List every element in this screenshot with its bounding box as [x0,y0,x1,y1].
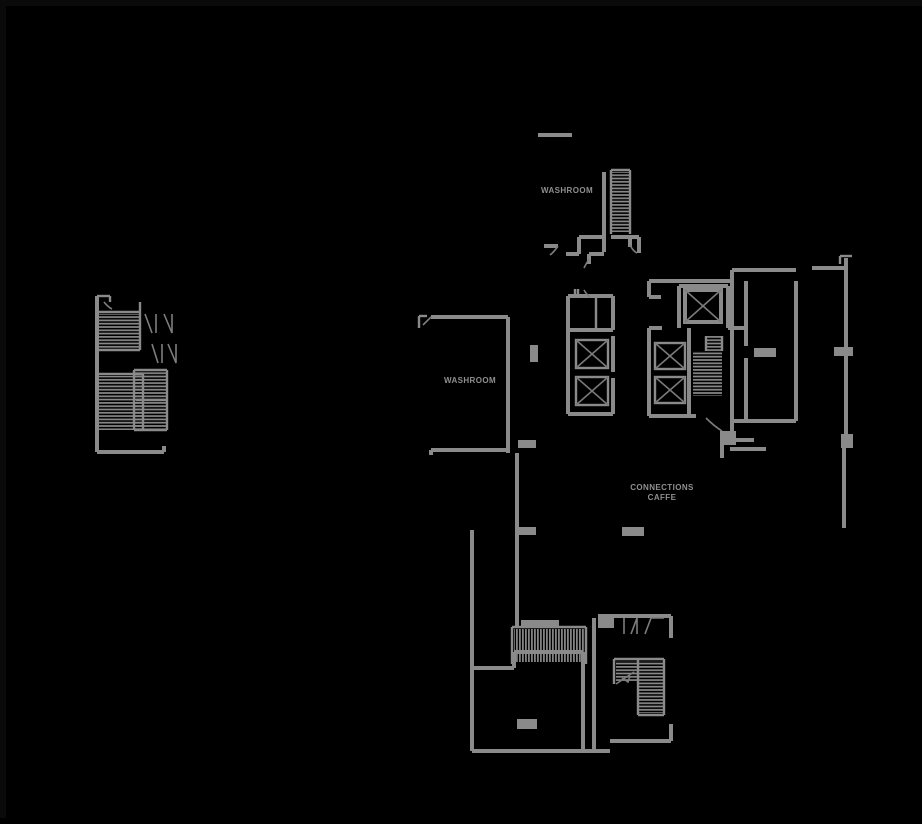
label-washroom-upper: WASHROOM [541,186,593,195]
door-marker-bottom-right [598,618,614,628]
stair-core-right-upper [707,336,722,351]
stair-bottom-right-a [616,661,638,681]
washroom-upper-block [544,168,641,269]
stair-core-right [693,351,722,396]
elevator-bank-left [566,289,615,416]
stair-bottom-center [514,629,584,662]
shaft-left-lower [574,375,610,407]
door-marker-cafe [622,527,644,536]
label-washroom-center: WASHROOM [444,376,496,385]
stair-left-upper [99,314,140,348]
shaft-left-upper [574,338,610,370]
floor-plan-drawing: WASHROOM WASHROOM CONNECTIONS CAFFE [6,6,922,824]
shaft-right-top [683,288,723,324]
door-marker-east-lower [841,434,853,448]
door-marker-corridor [519,527,536,535]
washroom-center-block [417,314,510,455]
door-marker-bottom-room [517,719,537,729]
left-stair-building [95,294,177,454]
door-marker-washroom-south [518,440,536,448]
door-marker-group [517,345,853,729]
shaft-right-low [653,375,687,405]
door-marker-washroom-east [530,345,538,362]
label-connections-caffe-line1: CONNECTIONS [630,483,694,492]
building-core-right [647,268,798,458]
stair-bottom-right-b [638,661,664,713]
door-marker-east-wall [834,347,853,356]
door-marker-core-south [722,431,736,445]
plan-labels: WASHROOM WASHROOM CONNECTIONS CAFFE [444,186,694,502]
door-marker-bottom-stair [521,620,559,628]
door-marker-core-east [754,348,776,357]
stair-upper-washroom [612,172,629,232]
bottom-center-building [470,530,610,753]
shaft-right-mid [653,341,687,371]
bottom-right-stair-block [598,614,673,743]
label-connections-caffe-line2: CAFFE [648,493,677,502]
